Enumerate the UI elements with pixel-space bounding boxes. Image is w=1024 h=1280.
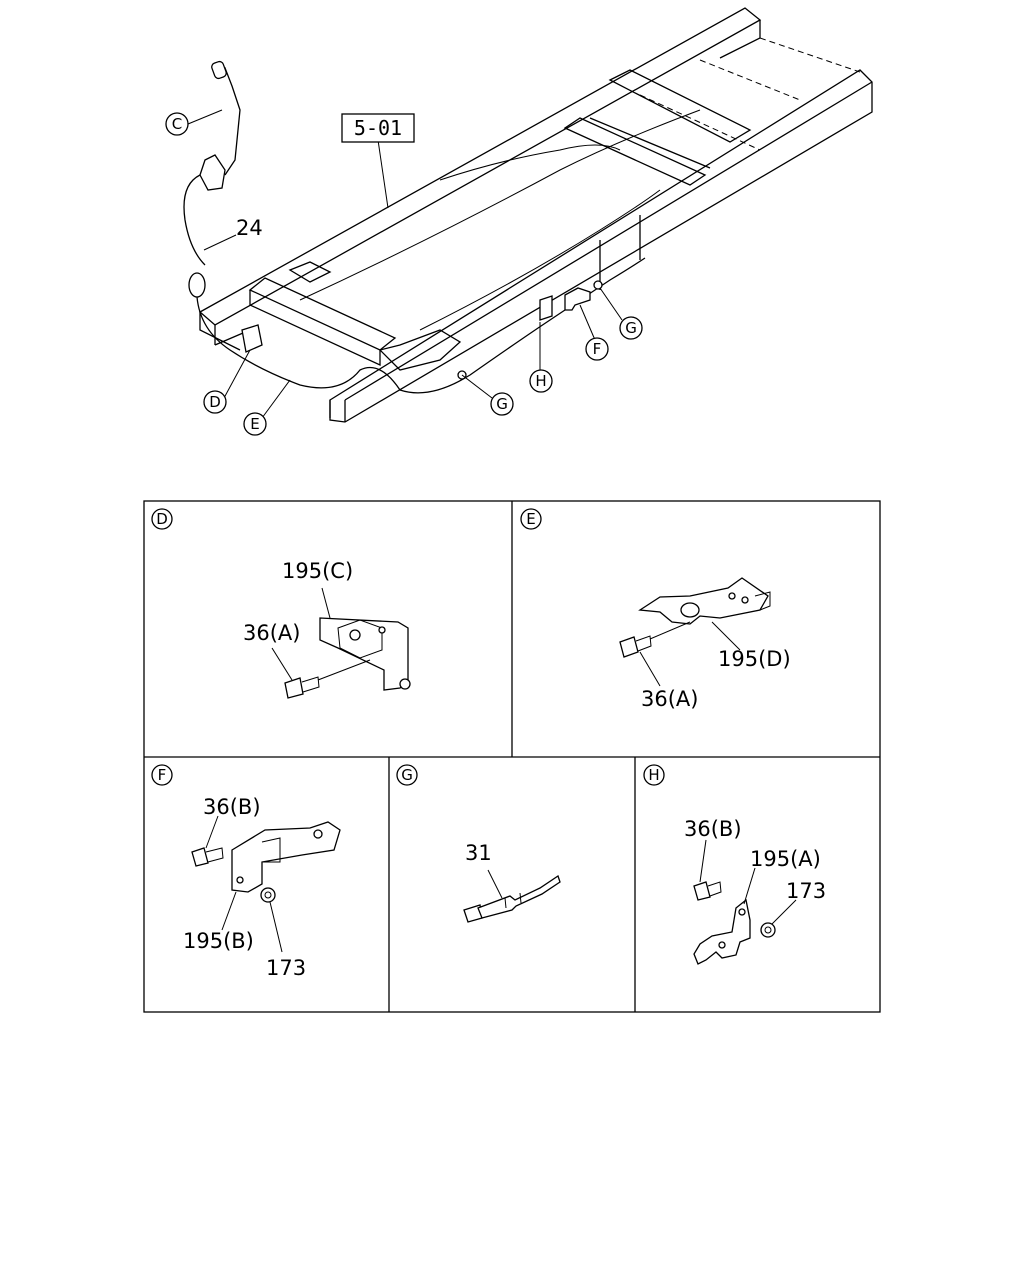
bolt-36a-e bbox=[619, 621, 691, 658]
panel-h-letter: H bbox=[648, 766, 659, 784]
callout-h-letter: H bbox=[535, 372, 546, 390]
detail-grid bbox=[143, 500, 881, 1013]
callout-g-lower-letter: G bbox=[496, 395, 508, 413]
label-36b-h: 36(B) bbox=[684, 817, 742, 841]
harness-tie-g2 bbox=[593, 280, 603, 290]
harness-clip-f bbox=[564, 287, 591, 311]
panel-g: G 31 bbox=[396, 764, 561, 923]
callout-f[interactable]: F bbox=[585, 337, 609, 361]
sensor-rod bbox=[217, 67, 241, 176]
harness-cable-upper bbox=[183, 174, 206, 266]
label-36a-e: 36(A) bbox=[641, 687, 698, 711]
nut-173-h bbox=[760, 922, 776, 938]
rear-crossmember bbox=[248, 277, 397, 351]
callout-g-upper-letter: G bbox=[625, 319, 637, 337]
panel-f-letter: F bbox=[158, 766, 167, 784]
panel-f: F 36(B) 195(B) 173 bbox=[151, 764, 341, 980]
panel-e-letter: E bbox=[526, 510, 535, 528]
bracket-195c bbox=[319, 617, 411, 691]
right-rail bbox=[329, 69, 873, 423]
bracket-195a bbox=[693, 898, 751, 965]
label-31: 31 bbox=[465, 841, 492, 865]
callout-f-letter: F bbox=[593, 340, 602, 358]
chassis-frame-illustration bbox=[198, 7, 873, 423]
label-36a-d: 36(A) bbox=[243, 621, 300, 645]
label-173-h: 173 bbox=[786, 879, 826, 903]
panel-d-letter: D bbox=[156, 510, 168, 528]
callout-d-letter: D bbox=[209, 393, 221, 411]
middle-crossmember bbox=[563, 117, 707, 186]
callout-g-lower[interactable]: G bbox=[490, 392, 514, 416]
panel-g-letter: G bbox=[401, 766, 413, 784]
harness-clip-d bbox=[241, 324, 263, 353]
bolt-36a-d bbox=[284, 659, 371, 699]
front-crossmember bbox=[608, 69, 752, 143]
cable-tie-31 bbox=[463, 874, 561, 923]
callout-c[interactable]: C bbox=[165, 112, 189, 136]
sensor-tip bbox=[211, 60, 227, 80]
bolt-36b-f bbox=[191, 847, 224, 867]
label-36b-f: 36(B) bbox=[203, 795, 261, 819]
panel-d: D 195(C) 36(A) bbox=[151, 508, 411, 699]
callout-d[interactable]: D bbox=[203, 390, 227, 414]
part-24-label: 24 bbox=[236, 216, 263, 240]
label-173-f: 173 bbox=[266, 956, 306, 980]
callout-e-letter: E bbox=[250, 415, 259, 433]
callout-e[interactable]: E bbox=[243, 412, 267, 436]
panel-e: E 195(D) 36(A) bbox=[520, 508, 791, 711]
callout-h[interactable]: H bbox=[529, 369, 553, 393]
ref-box-label: 5-01 bbox=[354, 116, 402, 140]
panel-h: H 36(B) 195(A) 173 bbox=[643, 764, 826, 965]
harness-connector bbox=[188, 272, 206, 298]
callout-c-letter: C bbox=[172, 115, 182, 133]
sensor-bracket bbox=[199, 154, 226, 191]
nut-173-f bbox=[260, 887, 276, 903]
label-195b: 195(B) bbox=[183, 929, 254, 953]
left-rail-top bbox=[198, 7, 762, 326]
label-195a: 195(A) bbox=[750, 847, 821, 871]
bracket-195d bbox=[638, 577, 771, 625]
label-195d: 195(D) bbox=[718, 647, 791, 671]
label-195c: 195(C) bbox=[282, 559, 353, 583]
harness-clip-h bbox=[539, 295, 553, 321]
bolt-36b-h bbox=[693, 881, 722, 901]
ref-box[interactable]: 5-01 bbox=[341, 113, 415, 143]
callout-g-upper[interactable]: G bbox=[619, 316, 643, 340]
bracket-195b bbox=[231, 821, 341, 893]
